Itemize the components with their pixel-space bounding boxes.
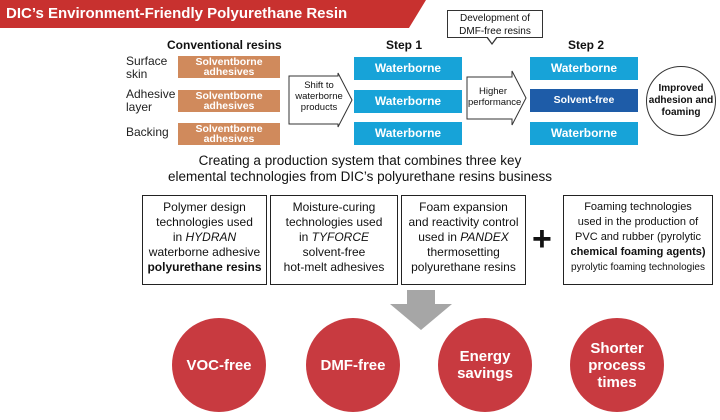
outcome-voc-free: VOC-free bbox=[172, 318, 266, 412]
page-title: DIC’s Environment-Friendly Polyurethane … bbox=[0, 0, 426, 28]
tech-box-tyforce: Moisture-curing technologies used in TYF… bbox=[270, 195, 398, 285]
shift-arrow bbox=[288, 72, 353, 128]
step1-heading: Step 1 bbox=[386, 38, 423, 52]
callout-line2: DMF-free resins bbox=[459, 26, 531, 37]
step1-backing-box: Waterborne bbox=[354, 122, 462, 145]
step2-adhesive-layer-box: Solvent-free adhesives bbox=[530, 89, 638, 129]
combination-subtitle: Creating a production system that combin… bbox=[168, 153, 552, 184]
performance-arrow-label: Higher performance bbox=[468, 86, 522, 108]
tech-box-foaming: Foaming technologies used in the product… bbox=[563, 195, 713, 285]
step2-backing-box: Waterborne bbox=[530, 122, 638, 145]
outcome-shorter-process-times: Shorter process times bbox=[570, 318, 664, 412]
down-arrow bbox=[390, 290, 452, 330]
callout-line1: Development of bbox=[459, 13, 531, 24]
row-label-surface-skin: Surface skin bbox=[126, 54, 168, 81]
row-label-adhesive-layer: Adhesive layer bbox=[126, 87, 176, 114]
step2-surface-skin-box: Waterborne bbox=[530, 57, 638, 80]
performance-arrow bbox=[466, 70, 527, 126]
outcome-energy-savings: Energy savings bbox=[438, 318, 532, 412]
step1-adhesive-layer-box: Waterborne bbox=[354, 90, 462, 113]
conventional-heading: Conventional resins bbox=[167, 38, 282, 52]
tech-box-pandex: Foam expansion and reactivity control us… bbox=[401, 195, 526, 285]
outcome-dmf-free: DMF-free bbox=[306, 318, 400, 412]
shift-arrow-label: Shift to waterborne products bbox=[295, 80, 343, 113]
callout-pointer-inner bbox=[487, 36, 497, 43]
dmf-free-callout: Development of DMF-free resins bbox=[447, 10, 543, 38]
row-label-backing: Backing bbox=[126, 125, 169, 139]
tech-box-hydran: Polymer design technologies used in HYDR… bbox=[142, 195, 267, 285]
plus-sign: + bbox=[532, 220, 552, 258]
improved-adhesion-circle: Improved adhesion and foaming bbox=[646, 66, 716, 136]
step2-heading: Step 2 bbox=[568, 38, 605, 52]
step1-surface-skin-box: Waterborne bbox=[354, 57, 462, 80]
